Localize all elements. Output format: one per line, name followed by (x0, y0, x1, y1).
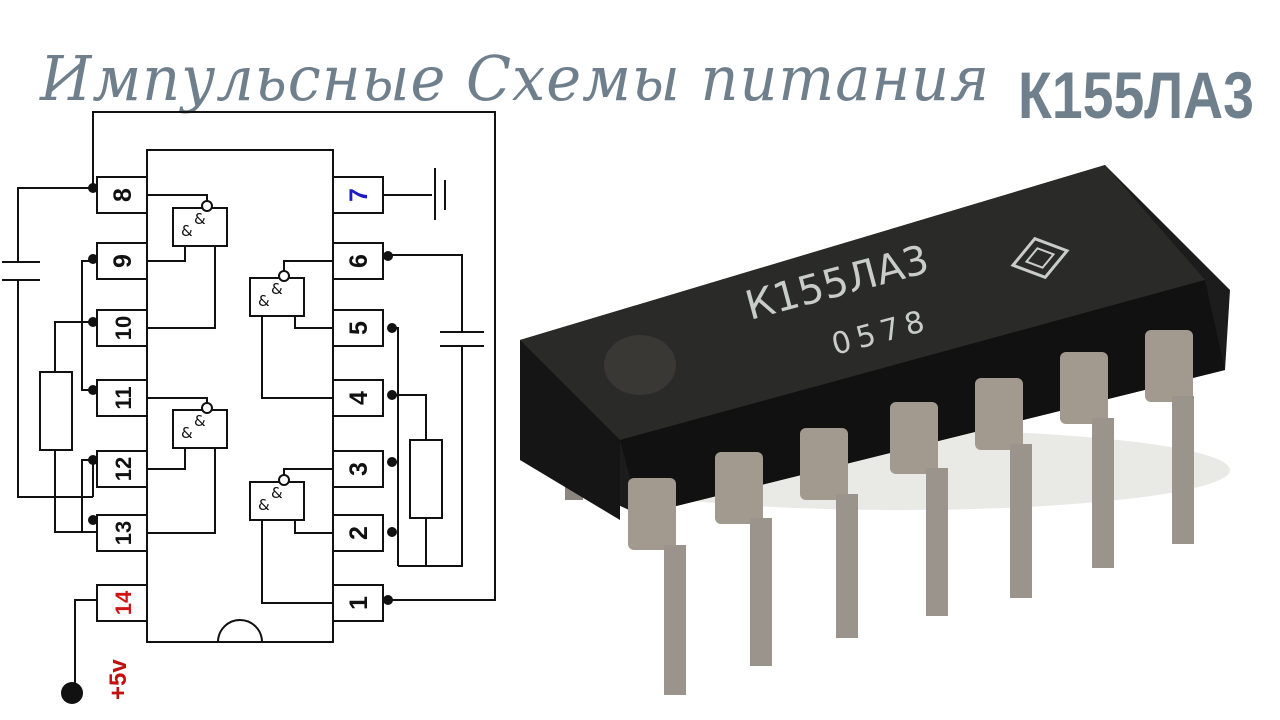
svg-text:&: & (181, 222, 193, 240)
title-part-number: К155ЛА3 (1018, 58, 1254, 132)
svg-text:&: & (181, 424, 193, 442)
nand-gate-lower-left: & & (172, 402, 228, 449)
pin-label-7: 7 (345, 188, 373, 202)
pin-label-6: 6 (345, 254, 373, 268)
chip-front-pins (628, 330, 1194, 695)
svg-text:&: & (271, 280, 283, 298)
power-label: +5v (105, 659, 132, 700)
title-script-text: Импульсные Схемы питания (39, 42, 990, 115)
power-terminal (61, 682, 83, 704)
pins-right: 7 6 5 4 3 2 1 (332, 176, 384, 622)
svg-text:&: & (258, 292, 270, 310)
pin-label-2: 2 (345, 526, 373, 540)
chip-photo: К155ЛА3 0578 (520, 165, 1230, 695)
pin-label-9: 9 (109, 254, 137, 268)
schematic: 8 9 10 11 12 13 14 7 6 5 4 3 (2, 111, 496, 704)
resistor-right (409, 439, 443, 519)
internal-wiring (147, 194, 333, 604)
pin-label-1: 1 (345, 596, 373, 610)
pin1-dimple (604, 335, 676, 395)
nand-gate-upper-left: & & (172, 200, 228, 247)
nand-gate-lower-right: & & (249, 474, 305, 521)
svg-text:&: & (194, 412, 206, 430)
pins-left: 8 9 10 11 12 13 14 (96, 176, 148, 622)
resistor-left (39, 371, 73, 451)
external-wiring (2, 111, 496, 690)
ic-notch (217, 619, 263, 643)
pin-label-13: 13 (111, 521, 136, 545)
manufacturer-logo (1010, 236, 1070, 280)
nand-gate-upper-right: & & (249, 270, 305, 317)
pin-label-11: 11 (111, 386, 136, 409)
svg-text:&: & (271, 484, 283, 502)
svg-text:&: & (258, 496, 270, 514)
pin-label-8: 8 (109, 188, 137, 202)
junction-dots (61, 183, 397, 704)
pin-label-10: 10 (111, 316, 136, 340)
pin-label-14: 14 (111, 590, 136, 615)
pin-label-5: 5 (345, 321, 373, 335)
svg-text:&: & (194, 210, 206, 228)
pin-label-4: 4 (345, 391, 373, 405)
pin-label-12: 12 (111, 457, 136, 481)
pin-label-3: 3 (345, 462, 373, 476)
